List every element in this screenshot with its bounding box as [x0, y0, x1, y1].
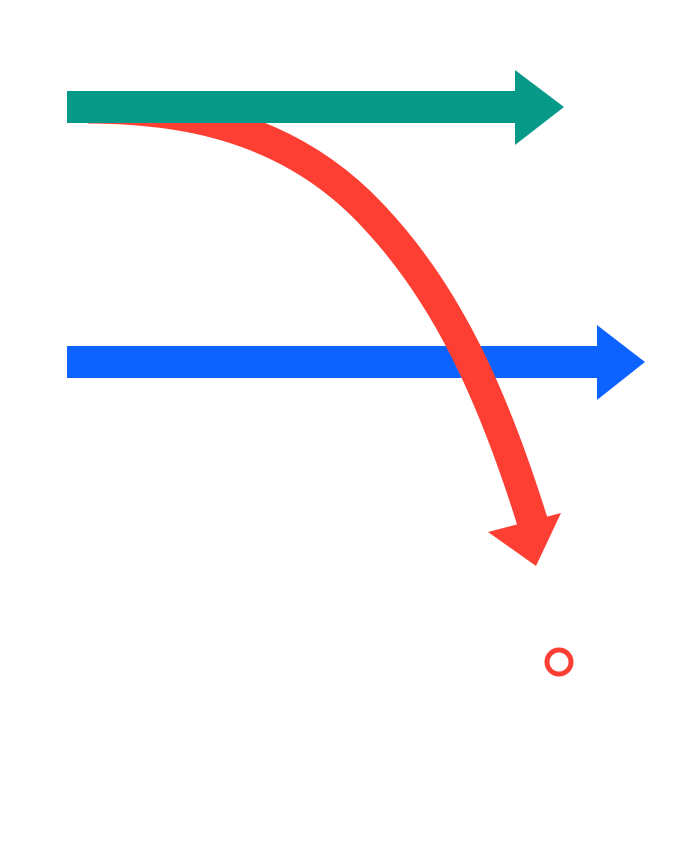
target-circle-marker	[544, 647, 574, 677]
middle-straight-arrow	[67, 325, 645, 400]
top-arrow-shaft	[67, 91, 518, 123]
curved-arrow-head	[488, 513, 561, 566]
curved-arrow	[87, 92, 561, 566]
middle-arrow-shaft	[67, 346, 599, 378]
top-straight-arrow	[67, 70, 564, 145]
top-arrow-head	[515, 70, 564, 145]
curved-arrow-shaft	[87, 92, 550, 535]
middle-arrow-head	[597, 325, 645, 400]
